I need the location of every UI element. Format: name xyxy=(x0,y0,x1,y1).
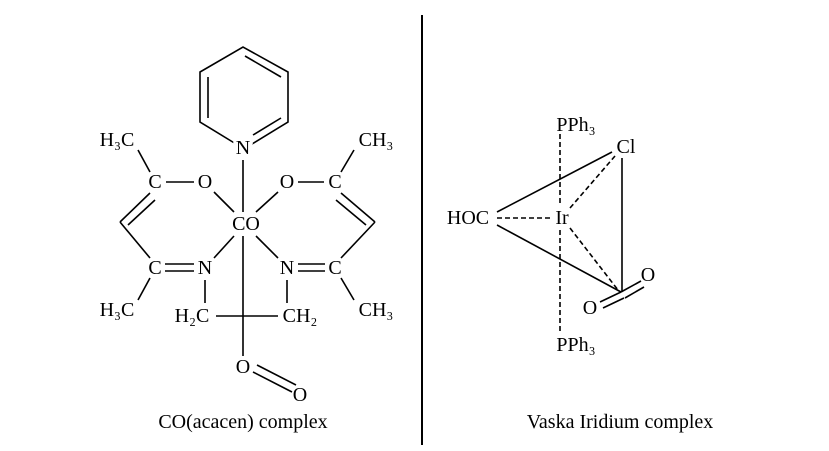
label-c-imine-right: C xyxy=(328,257,341,279)
label-o-right: O xyxy=(280,171,294,193)
label-ch2-left: H₂C xyxy=(175,305,210,327)
label-methyl-bottom-left: H₃C xyxy=(100,299,135,321)
label-n-left: N xyxy=(198,257,212,279)
label-pph3-bottom: PPh₃ xyxy=(556,334,595,356)
label-o-left: O xyxy=(198,171,212,193)
label-pyridine-n: N xyxy=(236,137,250,159)
label-c-imine-left: C xyxy=(148,257,161,279)
co-acacen-structure: N CO O O C C H₃C CH₃ C C N N H₃C CH₃ H₂C… xyxy=(100,46,394,433)
label-methyl-top-left: H₃C xyxy=(100,129,135,151)
label-n-right: N xyxy=(280,257,294,279)
label-iridium: Ir xyxy=(555,207,569,229)
label-hoc: HOC xyxy=(447,207,489,229)
label-ch2-right: CH₂ xyxy=(283,305,318,327)
label-o-lower: O xyxy=(583,297,597,319)
label-o-upper: O xyxy=(641,264,655,286)
vaska-iridium-structure: PPh₃ Cl HOC Ir O O PPh₃ Vaska Iridium co… xyxy=(447,114,713,433)
caption-left: CO(acacen) complex xyxy=(158,411,327,433)
label-methyl-top-right: CH₃ xyxy=(359,129,394,151)
label-center-metal: CO xyxy=(232,213,260,235)
label-c-top-left: C xyxy=(148,171,161,193)
label-methyl-bottom-right: CH₃ xyxy=(359,299,394,321)
label-chloride: Cl xyxy=(617,136,636,158)
caption-right: Vaska Iridium complex xyxy=(527,411,714,433)
label-o-axial: O xyxy=(236,356,250,378)
label-pph3-top: PPh₃ xyxy=(556,114,595,136)
label-o-terminal: O xyxy=(293,384,307,406)
bonds xyxy=(496,134,645,334)
label-c-top-right: C xyxy=(328,171,341,193)
bonds xyxy=(119,46,376,393)
